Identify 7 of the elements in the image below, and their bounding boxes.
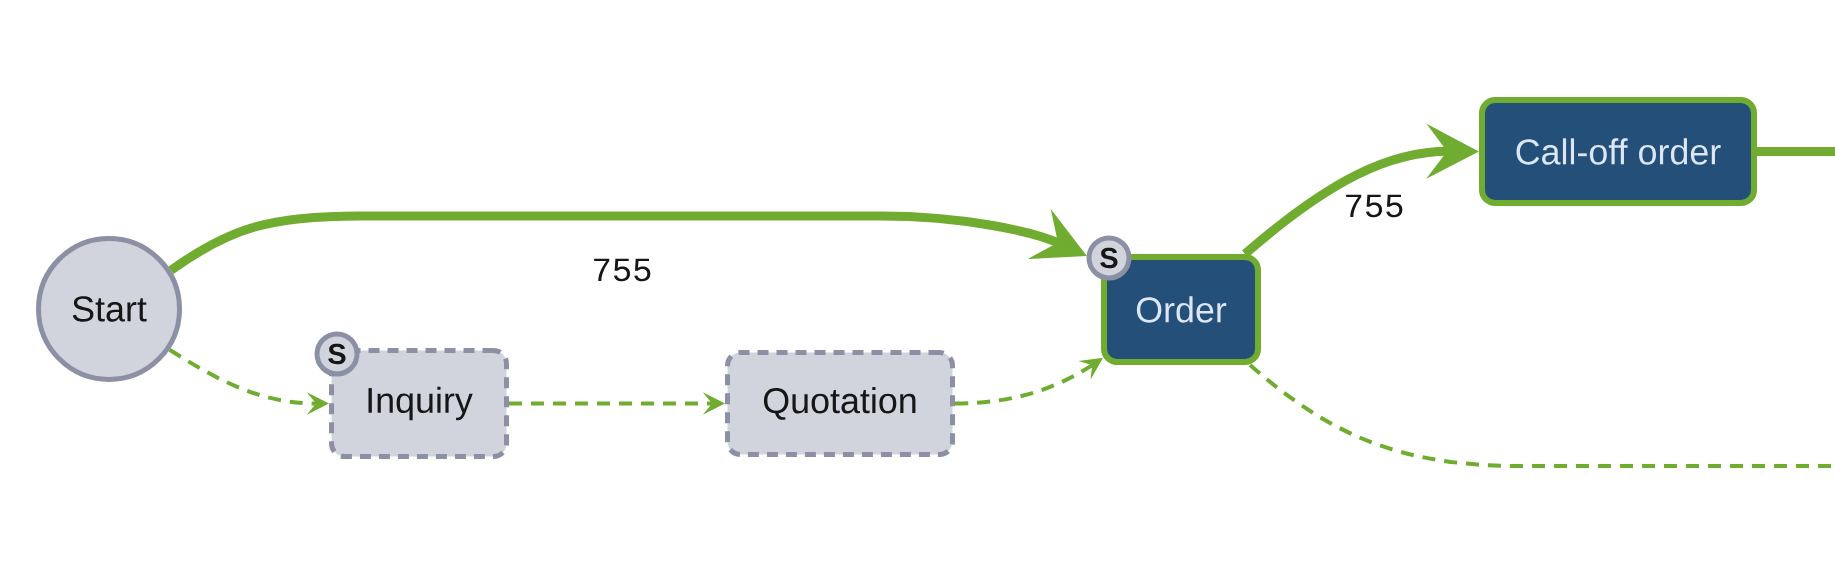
edge-label: 755	[1342, 193, 1406, 219]
edge-label: 755	[590, 257, 654, 283]
process-box: Call-off order	[1479, 97, 1757, 206]
letter-badge: S	[314, 331, 360, 377]
process-box: Quotation	[725, 350, 955, 457]
connector-line	[1757, 147, 1835, 156]
letter-badge: S	[1086, 235, 1132, 281]
